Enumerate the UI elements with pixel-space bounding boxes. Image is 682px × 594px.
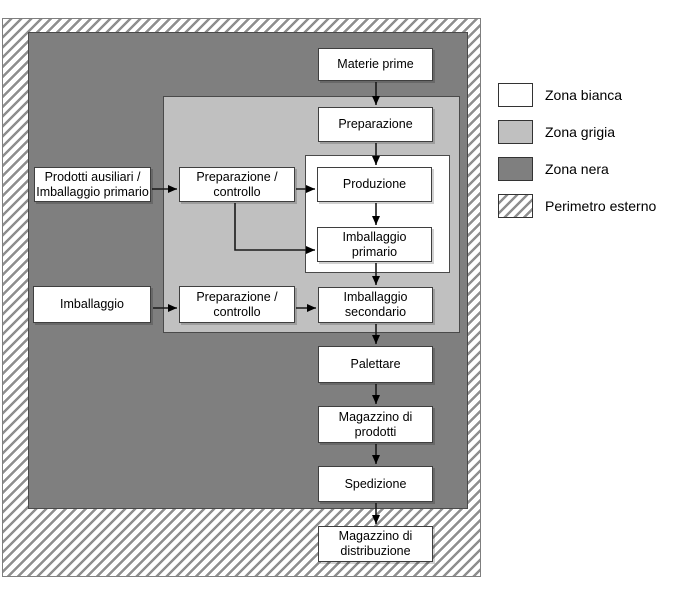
legend-swatch-zona-grigia [498,120,533,144]
node-prodotti-ausiliari-label: Prodotti ausiliari / Imballaggio primari… [36,169,149,199]
legend-label-zona-grigia: Zona grigia [545,124,616,140]
legend-item-zona-grigia: Zona grigia [498,120,656,144]
node-materie-prime-label: Materie prime [337,57,414,71]
legend-label-zona-bianca: Zona bianca [545,87,623,103]
node-magazzino-prodotti: Magazzino di prodotti [318,406,433,443]
legend-label-perimetro-esterno: Perimetro esterno [545,198,657,214]
node-spedizione-label: Spedizione [344,476,407,491]
node-magazzino-prodotti-label: Magazzino di prodotti [338,409,413,439]
node-produzione: Produzione [317,167,432,202]
node-imballaggio-label: Imballaggio [60,297,124,311]
node-preparazione: Preparazione [318,107,433,142]
node-preparazione-label: Preparazione [338,117,413,131]
legend-item-zona-bianca: Zona bianca [498,83,656,107]
node-preparazione-controllo-2-label: Preparazione / controllo [196,289,278,319]
node-palettare-label: Palettare [350,357,401,371]
node-spedizione: Spedizione [318,466,433,502]
node-prodotti-ausiliari: Prodotti ausiliari / Imballaggio primari… [34,167,151,202]
node-imballaggio: Imballaggio [33,286,151,323]
legend-item-zona-nera: Zona nera [498,157,656,181]
node-materie-prime: Materie prime [318,48,433,81]
legend-label-zona-nera: Zona nera [545,161,609,177]
node-imballaggio-primario-label: Imballaggio primario [342,229,407,259]
node-preparazione-controllo-1-label: Preparazione / controllo [196,169,278,199]
node-preparazione-controllo-1: Preparazione / controllo [179,167,295,202]
legend-swatch-perimetro-esterno [498,194,533,218]
node-magazzino-distribuzione-label: Magazzino di distribuzione [338,529,413,558]
node-palettare: Palettare [318,346,433,383]
node-imballaggio-secondario: Imballaggio secondario [318,287,433,323]
legend-swatch-zona-bianca [498,83,533,107]
legend-swatch-zona-nera [498,157,533,181]
node-produzione-label: Produzione [342,177,407,191]
legend-item-perimetro-esterno: Perimetro esterno [498,194,656,218]
node-magazzino-distribuzione: Magazzino di distribuzione [318,526,433,562]
node-imballaggio-primario: Imballaggio primario [317,227,432,262]
node-preparazione-controllo-2: Preparazione / controllo [179,286,295,323]
node-imballaggio-secondario-label: Imballaggio secondario [343,290,408,319]
legend: Zona bianca Zona grigia Zona nera Perime… [498,83,656,218]
